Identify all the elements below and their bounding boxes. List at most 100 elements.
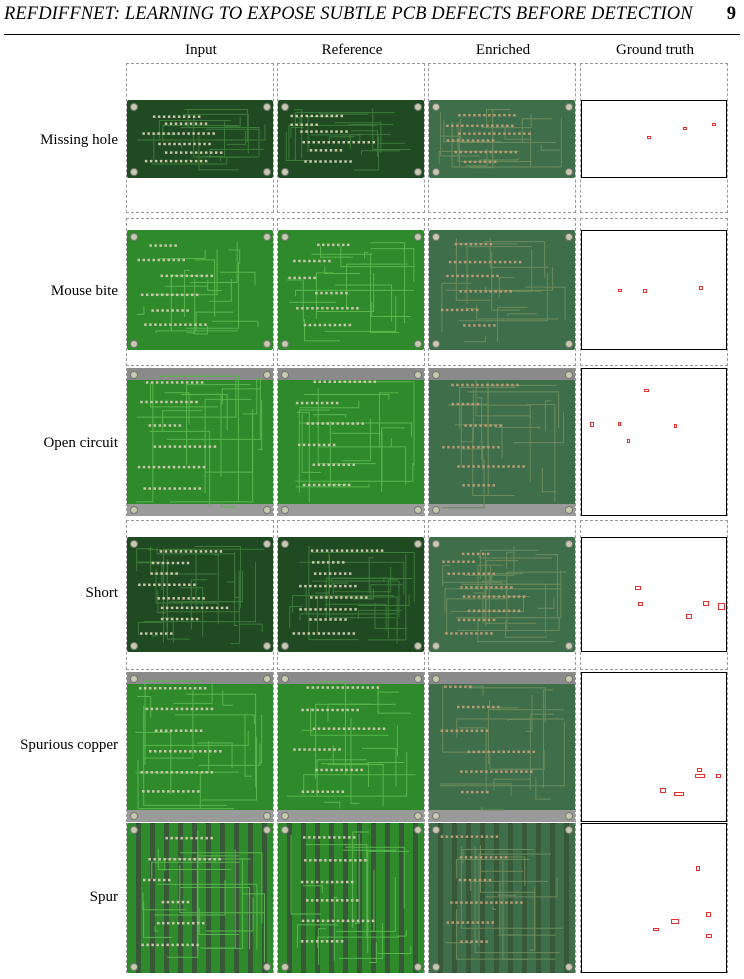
pcb-pad xyxy=(179,550,183,553)
pcb-pad xyxy=(462,618,466,622)
defect-box xyxy=(703,601,709,606)
ground-truth-panel xyxy=(581,368,727,516)
pcb-pad xyxy=(527,750,531,754)
pcb-pad xyxy=(355,768,358,772)
pcb-pad xyxy=(349,584,352,588)
pcb-pad xyxy=(324,608,327,611)
pcb-trace xyxy=(544,400,551,432)
pcb-pad xyxy=(478,113,481,117)
pcb-pad xyxy=(208,445,212,448)
pcb-trace xyxy=(442,685,494,753)
pcb-pad xyxy=(344,160,347,163)
pcb-pad xyxy=(465,308,469,312)
pcb-pad xyxy=(177,258,180,262)
pcb-trace xyxy=(514,249,533,292)
pcb-pad xyxy=(169,323,172,326)
pcb-pad xyxy=(456,402,460,406)
pcb-pad xyxy=(152,115,156,118)
pcb-pad xyxy=(189,323,192,326)
pcb-pad xyxy=(465,901,468,904)
pcb-pad xyxy=(320,114,324,118)
pcb-pad xyxy=(327,463,331,467)
pcb-pad xyxy=(204,323,207,326)
pcb-pad xyxy=(332,632,336,635)
pcb-trace xyxy=(440,112,480,157)
pcb-pad xyxy=(336,306,339,310)
pcb-pad xyxy=(472,572,475,575)
pcb-pad xyxy=(162,921,165,925)
pcb-pad xyxy=(166,943,169,947)
pcb-trace xyxy=(174,714,255,725)
pcb-pad xyxy=(503,260,507,264)
pcb-pad xyxy=(492,705,495,709)
pcb-pad xyxy=(445,835,449,838)
pcb-pad xyxy=(339,608,342,611)
pcb-image xyxy=(429,537,575,652)
pcb-trace xyxy=(198,743,261,766)
pcb-pad xyxy=(181,309,184,312)
pcb-trace xyxy=(328,136,355,143)
pcb-pad xyxy=(180,707,184,711)
pcb-trace xyxy=(491,251,520,311)
pcb-pad xyxy=(178,487,181,490)
pcb-pad xyxy=(478,878,482,882)
figure-cell xyxy=(580,218,728,366)
defect-box xyxy=(674,792,684,796)
defect-box xyxy=(643,289,647,293)
pcb-pad xyxy=(159,323,162,326)
mounting-hole xyxy=(414,642,422,650)
pcb-pad xyxy=(465,940,468,943)
row-label: Mouse bite xyxy=(50,283,118,299)
pcb-pad xyxy=(471,124,474,128)
pcb-pad xyxy=(467,465,470,468)
pcb-trace xyxy=(201,736,258,801)
pcb-pad xyxy=(168,424,172,427)
pcb-trace xyxy=(363,251,369,259)
pcb-pad xyxy=(152,258,155,262)
pcb-pad xyxy=(331,422,335,425)
pcb-pad xyxy=(520,770,523,773)
defect-box xyxy=(716,774,721,778)
pcb-pad xyxy=(158,142,161,146)
pcb-pad xyxy=(473,324,476,327)
pcb-pad xyxy=(315,768,318,772)
pcb-pad xyxy=(163,686,167,690)
pcb-trace xyxy=(340,246,416,268)
pcb-pad xyxy=(197,597,200,600)
pcb-pad xyxy=(462,572,465,575)
pcb-trace xyxy=(183,113,249,154)
pcb-pad xyxy=(315,401,319,405)
pcb-pad xyxy=(194,729,198,732)
pcb-pad xyxy=(493,113,496,117)
pcb-pad xyxy=(471,921,475,924)
pcb-pad xyxy=(466,402,470,406)
pcb-pad xyxy=(170,381,174,384)
pcb-pad xyxy=(494,290,497,293)
pcb-pad xyxy=(341,422,345,425)
pcb-pad xyxy=(326,790,330,793)
defect-box xyxy=(638,602,643,606)
pcb-pad xyxy=(191,943,194,947)
pcb-pad xyxy=(490,632,493,635)
pcb-pad xyxy=(506,124,509,128)
pcb-pad xyxy=(143,686,147,690)
pcb-pad xyxy=(169,750,172,753)
pcb-pad xyxy=(465,835,469,838)
pcb-trace xyxy=(478,157,519,161)
pcb-trace xyxy=(371,302,411,317)
pcb-trace xyxy=(285,131,313,161)
pcb-pad xyxy=(335,130,338,133)
pcb-pad xyxy=(145,771,149,774)
pcb-pad xyxy=(480,940,483,943)
pcb-trace xyxy=(497,894,517,897)
pcb-trace xyxy=(301,729,313,732)
pcb-image xyxy=(127,823,273,973)
mounting-hole xyxy=(414,233,422,241)
pcb-trace xyxy=(525,694,533,732)
pcb-trace xyxy=(467,391,560,429)
pcb-pad xyxy=(157,790,160,793)
pcb-trace xyxy=(318,928,326,965)
pcb-pad xyxy=(192,597,195,600)
pcb-trace xyxy=(463,335,486,343)
pcb-pad xyxy=(305,880,309,884)
